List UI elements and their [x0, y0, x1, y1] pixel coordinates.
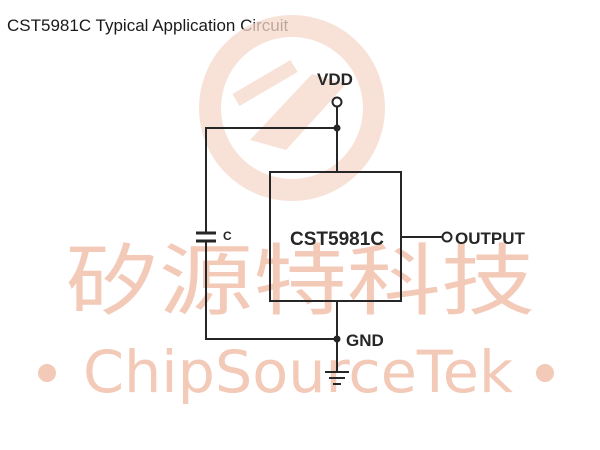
vdd-terminal — [331, 96, 343, 108]
cap-bottom-wire — [205, 241, 337, 340]
chip-body — [269, 171, 402, 302]
gnd-label: GND — [346, 331, 384, 350]
watermark-dot-left — [38, 364, 56, 382]
output-label: OUTPUT — [455, 229, 526, 248]
watermark-logo — [199, 15, 385, 201]
output-terminal — [441, 231, 453, 243]
diagram-title: CST5981C Typical Application Circuit — [7, 16, 289, 35]
ground-icon — [325, 371, 349, 385]
watermark-cn-text: 矽源特科技 — [65, 237, 535, 327]
cap-top-wire — [205, 127, 337, 233]
gnd-junction-dot — [333, 335, 341, 343]
watermark-en-text: ChipSourceTek — [83, 338, 513, 406]
vdd-label: VDD — [317, 70, 353, 89]
vdd-junction-dot — [333, 124, 341, 132]
chip-label: CST5981C — [290, 229, 384, 250]
watermark-dot-right — [536, 364, 554, 382]
capacitor-label: C — [223, 229, 232, 243]
capacitor-symbol — [196, 231, 216, 243]
